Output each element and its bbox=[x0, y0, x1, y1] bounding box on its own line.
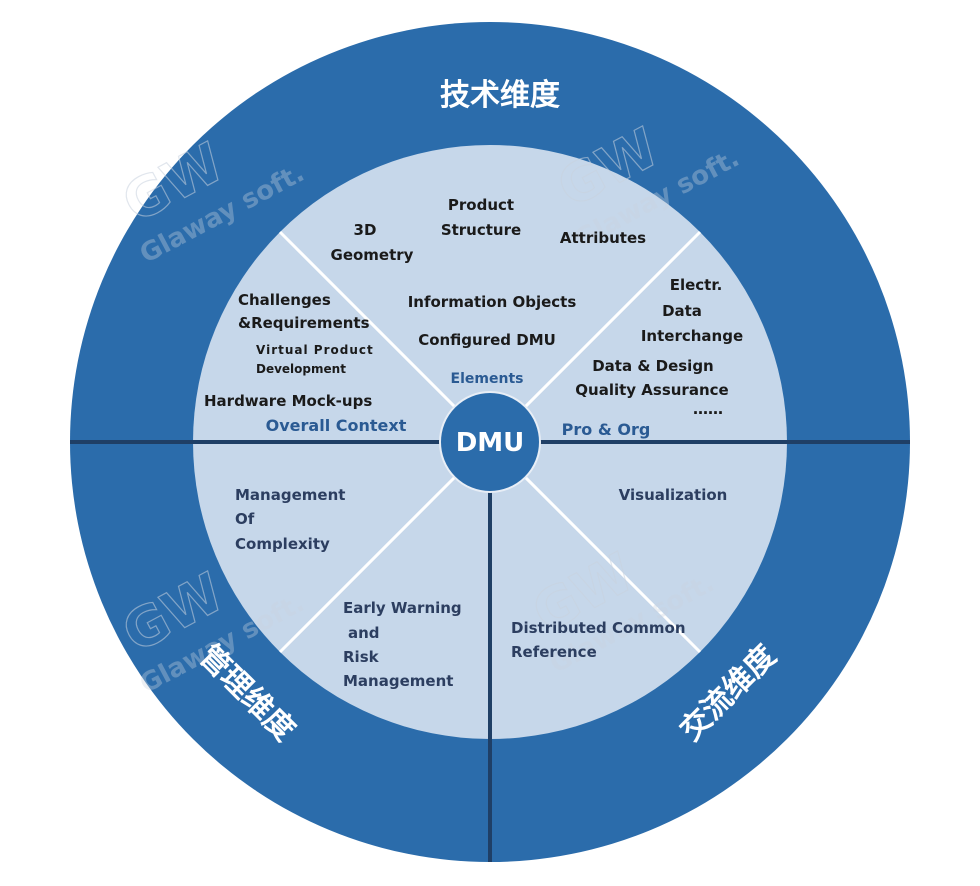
item-virtual-line2: Development bbox=[256, 362, 346, 376]
section-elements: Elements bbox=[451, 371, 524, 387]
item-quality-line2: Quality Assurance bbox=[575, 381, 728, 399]
item-electr-line2: Data bbox=[662, 302, 702, 320]
item-3d-geometry-line2: Geometry bbox=[331, 246, 414, 264]
item-distributed-line2: Reference bbox=[511, 643, 597, 661]
item-challenges-line1: Challenges bbox=[238, 291, 331, 309]
item-ellipsis: …… bbox=[693, 400, 723, 418]
item-visualization: Visualization bbox=[619, 486, 728, 504]
section-pro-org: Pro & Org bbox=[562, 420, 651, 439]
item-virtual-line1: Virtual Product bbox=[256, 343, 374, 357]
item-electr-line3: Interchange bbox=[641, 327, 743, 345]
item-warning-line3: Risk bbox=[343, 648, 380, 666]
item-complexity-line3: Complexity bbox=[235, 535, 330, 553]
section-overall-context: Overall Context bbox=[266, 416, 407, 435]
outer-title-top: 技术维度 bbox=[440, 78, 560, 113]
dmu-hub-label: DMU bbox=[456, 428, 525, 458]
item-warning-line2: and bbox=[348, 624, 380, 642]
item-distributed-line1: Distributed Common bbox=[511, 619, 686, 637]
item-configured-dmu: Configured DMU bbox=[418, 331, 556, 349]
item-quality-line1: Data & Design bbox=[592, 357, 714, 375]
item-complexity-line1: Management bbox=[235, 486, 345, 504]
item-electr-line1: Electr. bbox=[670, 276, 723, 294]
item-complexity-line2: Of bbox=[235, 510, 255, 528]
item-information-objects: Information Objects bbox=[408, 293, 577, 311]
item-3d-geometry-line1: 3D bbox=[354, 221, 377, 239]
item-warning-line4: Management bbox=[343, 672, 453, 690]
item-challenges-line2: &Requirements bbox=[238, 314, 370, 332]
item-product-structure-line1: Product bbox=[448, 196, 514, 214]
item-product-structure-line2: Structure bbox=[441, 221, 521, 239]
dmu-hub bbox=[439, 391, 541, 493]
item-warning-line1: Early Warning bbox=[343, 599, 462, 617]
item-attributes: Attributes bbox=[560, 229, 646, 247]
item-hardware-mockups: Hardware Mock-ups bbox=[204, 392, 372, 410]
